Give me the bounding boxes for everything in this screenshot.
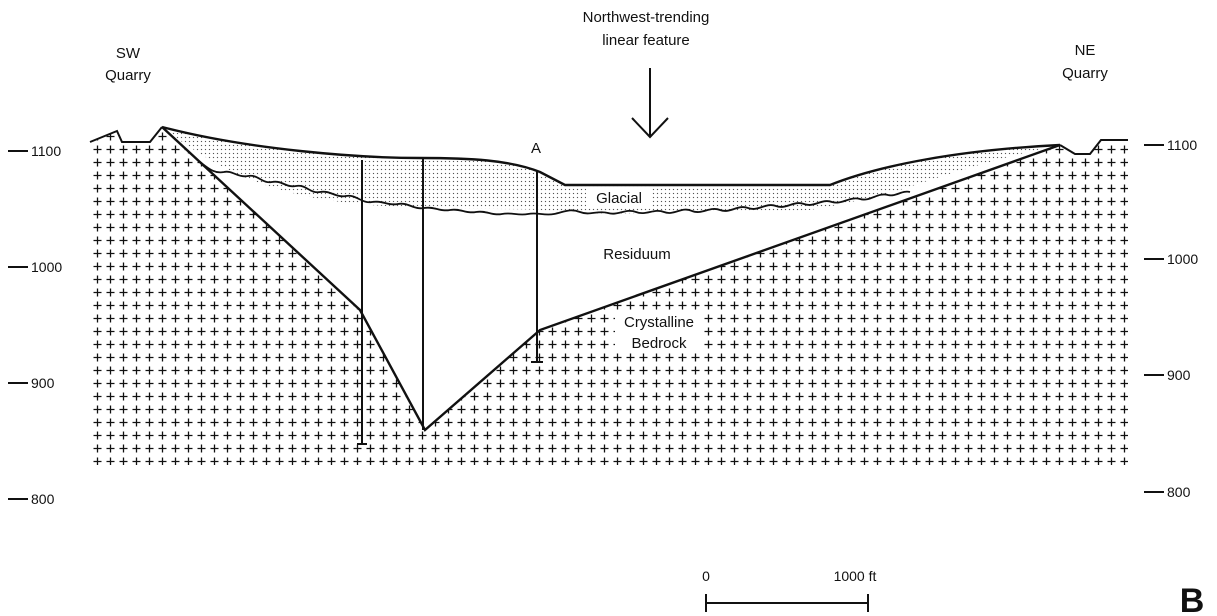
left-tick-1000: 1000 bbox=[31, 259, 62, 275]
svg-text:SW: SW bbox=[116, 45, 141, 62]
bedrock-label-line1: Crystalline bbox=[624, 314, 694, 331]
right-tick-1100: 1100 bbox=[1167, 137, 1197, 153]
svg-text:Northwest-trending: Northwest-trending bbox=[583, 9, 710, 26]
right-tick-1000: 1000 bbox=[1167, 251, 1198, 267]
right-tick-800: 800 bbox=[1167, 484, 1191, 500]
ne-quarry-label: NE Quarry bbox=[1062, 42, 1108, 82]
glacial-label-group: Glacial bbox=[586, 187, 652, 207]
sw-quarry-profile bbox=[89, 126, 163, 143]
sw-quarry-label: SW Quarry bbox=[105, 45, 151, 84]
svg-text:linear feature: linear feature bbox=[602, 32, 690, 49]
left-tick-800: 800 bbox=[31, 491, 55, 507]
bedrock-contact-line bbox=[161, 126, 1061, 432]
glacial-area bbox=[162, 127, 1060, 214]
svg-text:Quarry: Quarry bbox=[105, 67, 151, 84]
bedrock-label-group: Crystalline Bedrock bbox=[615, 312, 703, 352]
ne-quarry-profile bbox=[1059, 139, 1128, 155]
ground-surface-line bbox=[161, 125, 1061, 187]
svg-text:Quarry: Quarry bbox=[1062, 65, 1108, 82]
panel-label: B bbox=[1180, 582, 1205, 616]
left-tick-900: 900 bbox=[31, 375, 55, 391]
borehole-3 bbox=[531, 170, 543, 363]
svg-text:NE: NE bbox=[1075, 42, 1096, 59]
left-tick-1100: 1100 bbox=[31, 143, 61, 159]
scale-bar: 0 1000 ft bbox=[702, 568, 877, 612]
linear-feature-label: Northwest-trending linear feature bbox=[583, 9, 710, 49]
borehole-1 bbox=[357, 160, 367, 445]
bedrock-area bbox=[90, 127, 1128, 465]
scale-bar-start-label: 0 bbox=[702, 568, 710, 584]
glacial-label: Glacial bbox=[596, 190, 642, 207]
left-elevation-axis: 1100 1000 900 800 bbox=[8, 143, 62, 507]
point-a-label: A bbox=[531, 140, 541, 157]
scale-bar-end-label: 1000 ft bbox=[834, 568, 877, 584]
linear-feature-arrow bbox=[631, 68, 669, 139]
right-elevation-axis: 1100 1000 900 800 bbox=[1144, 137, 1198, 500]
right-tick-900: 900 bbox=[1167, 367, 1191, 383]
glacial-residuum-contact bbox=[199, 161, 911, 216]
residuum-label: Residuum bbox=[603, 246, 671, 263]
bedrock-label-line2: Bedrock bbox=[631, 335, 687, 352]
